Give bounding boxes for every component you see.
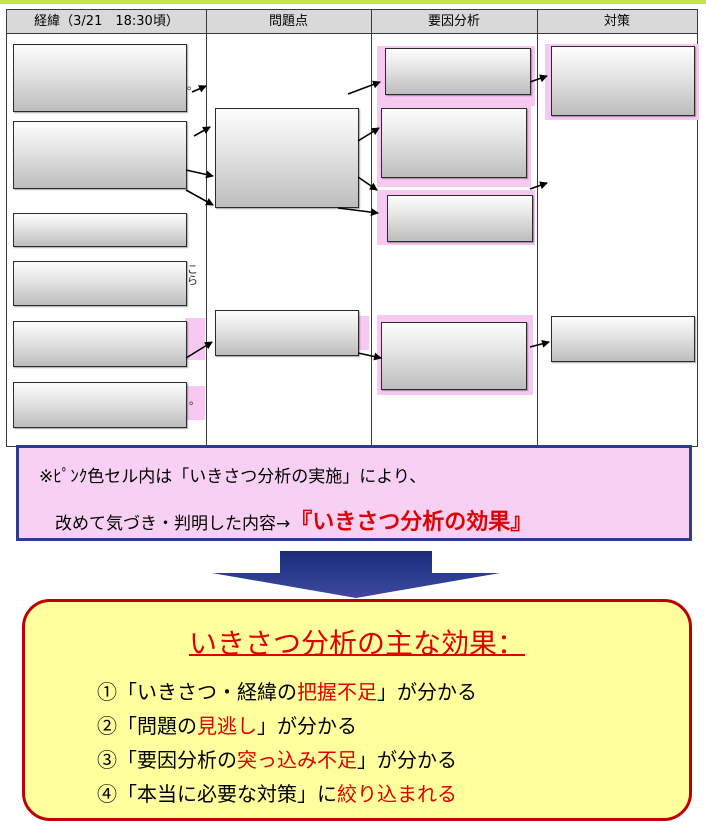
analysis-table: 経緯（3/21 18:30頃） 問題点 要因分析 対策 。 こ ら 。	[6, 9, 699, 448]
arrow-connector	[357, 352, 382, 361]
arrow-connector	[185, 189, 214, 206]
effect-item-text: 」が分かる	[357, 748, 457, 772]
header-problem: 問題点	[206, 10, 371, 34]
top-accent-bar	[0, 0, 706, 4]
arrow-connector	[529, 339, 550, 348]
arrow-connector	[529, 181, 548, 190]
pink-highlight-cell	[185, 386, 205, 420]
masked-history-box	[13, 261, 187, 306]
cell-text-fragment: こ ら	[187, 263, 198, 287]
masked-countermeasure-box	[551, 316, 695, 362]
effect-item-highlight: 突っ込み不足	[237, 748, 357, 772]
masked-countermeasure-box	[551, 46, 695, 116]
column-divider	[206, 10, 207, 448]
effect-item: ④「本当に必要な対策」に絞り込まれる	[97, 778, 457, 807]
masked-cause-box	[385, 48, 531, 95]
masked-history-box	[13, 44, 187, 112]
masked-problem-box	[215, 108, 359, 208]
arrow-connector	[185, 341, 213, 359]
effect-item-text: 」が分かる	[257, 714, 357, 738]
effect-item-highlight: 把握不足	[297, 680, 377, 704]
note-line-2-text: 改めて気づき・判明した内容→	[55, 514, 291, 534]
arrow-connector	[193, 126, 211, 137]
header-countermeasure: 対策	[537, 10, 697, 34]
masked-cause-box	[381, 322, 527, 390]
arrow-connector	[185, 169, 214, 179]
arrow-connector	[357, 176, 378, 191]
cell-text-fragment: 。	[187, 79, 198, 92]
masked-history-box	[13, 121, 187, 189]
effect-item: ①「いきさつ・経緯の把握不足」が分かる	[97, 676, 477, 705]
masked-history-box	[13, 382, 187, 428]
effect-item-text: ②「問題の	[97, 714, 197, 738]
effect-item-text: ③「要因分析の	[97, 748, 237, 772]
arrow-connector	[347, 80, 381, 95]
column-divider	[371, 10, 372, 448]
masked-cause-box	[381, 108, 527, 178]
main-effects-box: いきさつ分析の主な効果： ①「いきさつ・経緯の把握不足」が分かる ②「問題の見逃…	[22, 599, 692, 821]
effects-title: いきさつ分析の主な効果：	[188, 627, 525, 660]
note-line-2: 改めて気づき・判明した内容→『いきさつ分析の効果』	[55, 504, 532, 536]
arrow-connector	[337, 207, 379, 217]
effect-item-text: ①「いきさつ・経緯の	[97, 680, 297, 704]
masked-history-box	[13, 321, 187, 367]
note-emphasis: 『いきさつ分析の効果』	[290, 510, 533, 535]
masked-problem-box	[215, 310, 359, 356]
header-history: 経緯（3/21 18:30頃）	[7, 10, 206, 34]
arrow-connector	[529, 74, 548, 83]
effect-item-highlight: 見逃し	[197, 714, 257, 738]
effect-item-highlight: 絞り込まれる	[337, 782, 457, 806]
arrow-connector	[191, 85, 207, 93]
effect-item-text: ④「本当に必要な対策」に	[97, 782, 337, 806]
arrow-connector	[357, 127, 380, 142]
effect-item: ③「要因分析の突っ込み不足」が分かる	[97, 744, 457, 773]
masked-cause-box	[387, 195, 533, 242]
column-divider	[537, 10, 538, 448]
cell-text-fragment: 。	[189, 394, 200, 407]
pink-cell-note: ※ﾋﾟﾝｸ色セル内は「いきさつ分析の実施」により、 改めて気づき・判明した内容→…	[16, 445, 692, 541]
effect-item-text: 」が分かる	[377, 680, 477, 704]
masked-history-box	[13, 213, 187, 247]
effect-item: ②「問題の見逃し」が分かる	[97, 710, 357, 739]
header-cause-analysis: 要因分析	[371, 10, 537, 34]
note-line-1: ※ﾋﾟﾝｸ色セル内は「いきさつ分析の実施」により、	[39, 467, 427, 487]
